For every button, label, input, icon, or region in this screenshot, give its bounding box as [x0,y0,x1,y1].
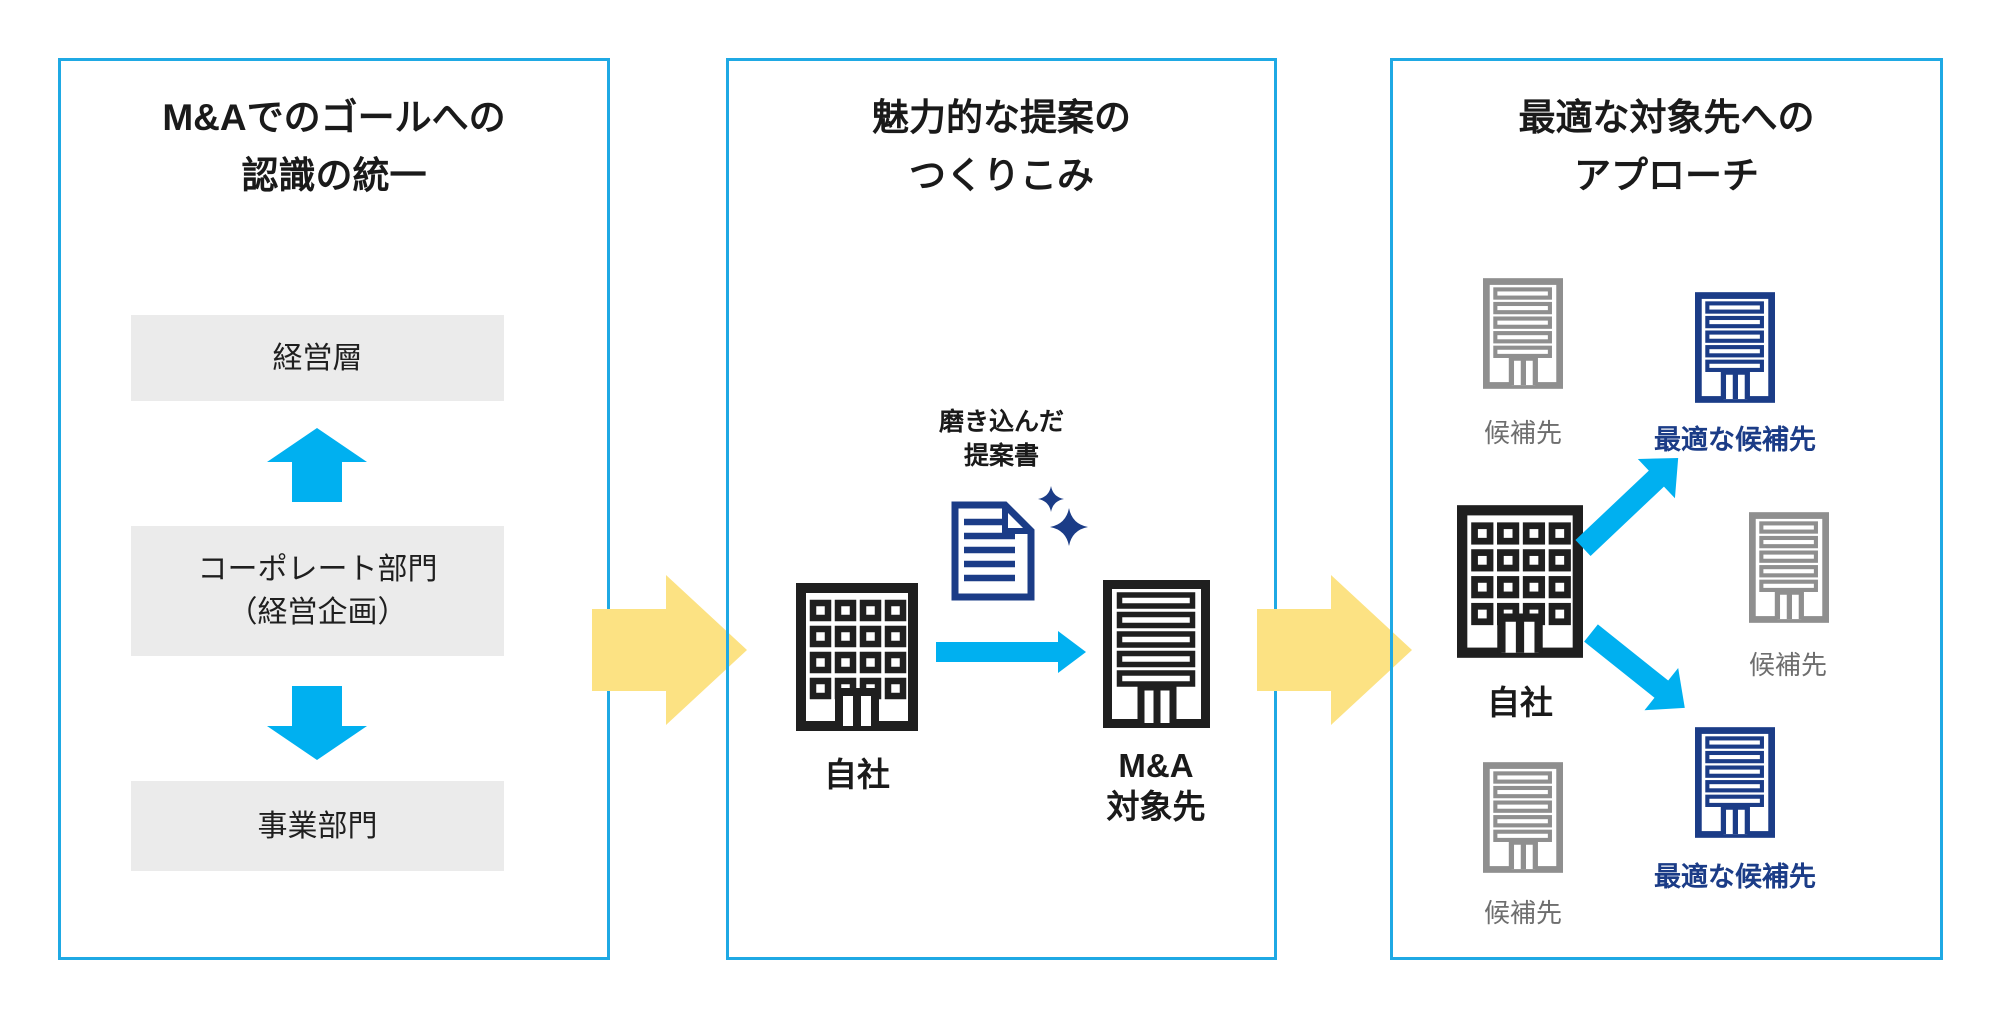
box-corporate-division: コーポレート部門 （経営企画） [131,526,504,656]
panel-proposal-title-line2: つくりこみ [909,155,1094,196]
panel-attractive-proposal: 魅力的な提案の つくりこみ 磨き込んだ 提案書 自社 M [726,58,1277,960]
candidate-building-icon [1483,278,1563,389]
panel-goal-title-line2: 認識の統一 [241,155,427,196]
panel-proposal-title-line1: 魅力的な提案の [872,97,1131,138]
box-management-layer: 経営層 [131,315,504,401]
arrow-up-icon [267,428,367,502]
panel-proposal-title: 魅力的な提案の つくりこみ [729,89,1274,205]
panel-goal-title: M&Aでのゴールへの 認識の統一 [61,89,607,205]
panel-goal-title-line1: M&Aでのゴールへの [162,97,506,138]
candidate-label: 候補先 [1483,418,1562,448]
polished-proposal-label: 磨き込んだ 提案書 [729,405,1274,473]
own-company-building-icon [1457,505,1583,658]
arrow-down-icon [267,686,367,760]
box-corporate-line1: コーポレート部門 [197,553,438,586]
candidate-label: 候補先 [1748,650,1827,680]
own-company-building-icon [796,583,918,731]
optimal-candidate-label: 最適な候補先 [1654,425,1816,455]
box-business-division: 事業部門 [131,781,504,871]
panel-approach-title-line1: 最適な対象先への [1518,97,1815,138]
ma-target-building-icon [1103,580,1210,728]
sparkling-document-icon [951,486,1088,601]
panel-goal-alignment: M&Aでのゴールへの 認識の統一 経営層 コーポレート部門 （経営企画） 事業部… [58,58,610,960]
ma-target-label-line1: M&A [1118,747,1194,784]
optimal-candidate-building-icon [1695,727,1775,838]
candidate-label: 候補先 [1483,898,1562,928]
polished-proposal-label-line2: 提案書 [963,442,1039,470]
optimal-candidate-label: 最適な候補先 [1654,862,1816,892]
optimal-candidate-building-icon [1695,292,1775,403]
box-corporate-line2: （経営企画） [227,596,408,629]
proposal-arrow-right-icon [936,631,1086,673]
polished-proposal-label-line1: 磨き込んだ [938,408,1064,436]
ma-target-label-line2: 対象先 [1106,788,1206,825]
panel-optimal-approach: 最適な対象先への アプローチ 候補先 最適な候補先 自社 候補先 候補先 最適な… [1390,58,1943,960]
flow-arrow-right-icon [592,575,747,725]
own-company-label: 自社 [1487,684,1553,721]
candidate-building-icon [1483,762,1563,873]
candidate-building-icon [1749,512,1829,623]
panel-approach-title: 最適な対象先への アプローチ [1393,89,1940,205]
ma-target-label: M&A 対象先 [1081,745,1231,827]
own-company-label: 自社 [824,756,890,793]
flow-arrow-right-icon [1257,575,1412,725]
panel-approach-title-line2: アプローチ [1574,155,1759,196]
